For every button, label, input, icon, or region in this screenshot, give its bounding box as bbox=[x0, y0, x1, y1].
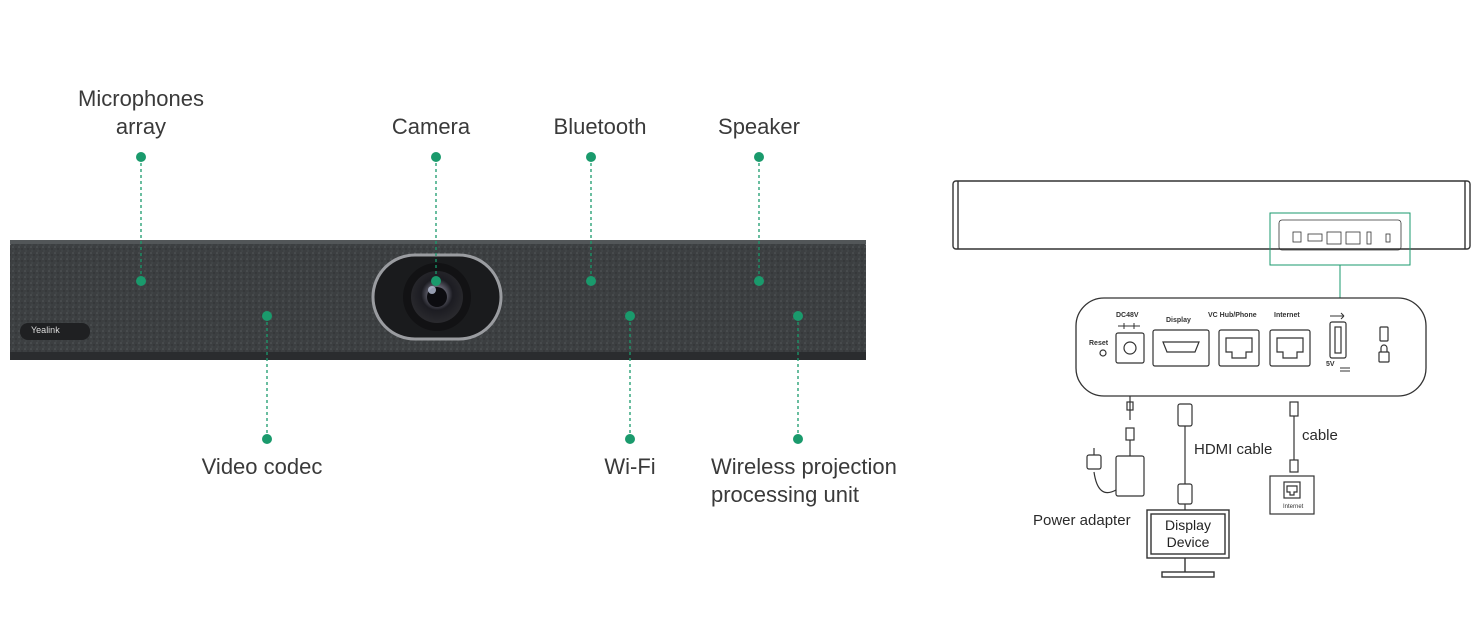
dot-microphones-top bbox=[136, 152, 146, 162]
brand-logo-text: Yealink bbox=[31, 325, 60, 335]
zoom-connector bbox=[1269, 212, 1411, 298]
dot-microphones-bar bbox=[136, 276, 146, 286]
rear-port-strip bbox=[1278, 219, 1402, 251]
port-label-vc-hub: VC Hub/Phone bbox=[1208, 312, 1257, 319]
port-label-dc48v: DC48V bbox=[1116, 312, 1139, 319]
label-video-codec: Video codec bbox=[201, 454, 323, 479]
label-power-adapter: Power adapter bbox=[1033, 512, 1131, 529]
label-cable: cable bbox=[1302, 427, 1338, 444]
callout-lines bbox=[140, 157, 799, 439]
callout-dots bbox=[136, 152, 803, 444]
label-bluetooth: Bluetooth bbox=[553, 114, 647, 139]
dot-camera-bar bbox=[431, 276, 441, 286]
port-symbols bbox=[1118, 312, 1350, 372]
dot-camera-top bbox=[431, 152, 441, 162]
microphones-text: Microphones array bbox=[78, 86, 204, 139]
dot-speaker-top bbox=[754, 152, 764, 162]
label-wireless-projection: Wireless projection processing unit bbox=[711, 453, 897, 509]
dot-codec-bottom bbox=[262, 434, 272, 444]
dot-projection-bottom bbox=[793, 434, 803, 444]
port-shapes bbox=[1099, 321, 1390, 367]
label-wifi: Wi-Fi bbox=[604, 454, 656, 479]
display-device-text: Display Device bbox=[1165, 517, 1211, 550]
dot-projection-bar bbox=[793, 311, 803, 321]
brand-badge bbox=[20, 323, 90, 340]
label-internet-socket: Internet bbox=[1283, 504, 1304, 510]
display-device bbox=[1146, 509, 1230, 578]
rear-bar-outline bbox=[952, 180, 1471, 250]
dot-bluetooth-bar bbox=[586, 276, 596, 286]
dot-bluetooth-top bbox=[586, 152, 596, 162]
label-camera: Camera bbox=[391, 114, 471, 139]
wireless-projection-text: Wireless projection processing unit bbox=[711, 454, 897, 507]
port-label-5v: 5V bbox=[1326, 361, 1335, 368]
camera-module bbox=[371, 253, 503, 341]
dot-speaker-bar bbox=[754, 276, 764, 286]
dot-wifi-bar bbox=[625, 311, 635, 321]
dot-wifi-bottom bbox=[625, 434, 635, 444]
label-speaker: Speaker bbox=[718, 114, 800, 139]
internet-socket bbox=[1269, 475, 1315, 515]
port-label-display: Display bbox=[1166, 317, 1191, 324]
port-label-reset: Reset bbox=[1089, 340, 1109, 347]
dot-codec-bar bbox=[262, 311, 272, 321]
label-microphones-array: Microphones array bbox=[78, 85, 204, 141]
port-panel bbox=[1075, 297, 1427, 397]
cables bbox=[1086, 396, 1299, 510]
label-display-device: Display Device bbox=[1151, 517, 1225, 551]
port-label-internet: Internet bbox=[1274, 312, 1300, 319]
label-hdmi-cable: HDMI cable bbox=[1194, 441, 1273, 458]
